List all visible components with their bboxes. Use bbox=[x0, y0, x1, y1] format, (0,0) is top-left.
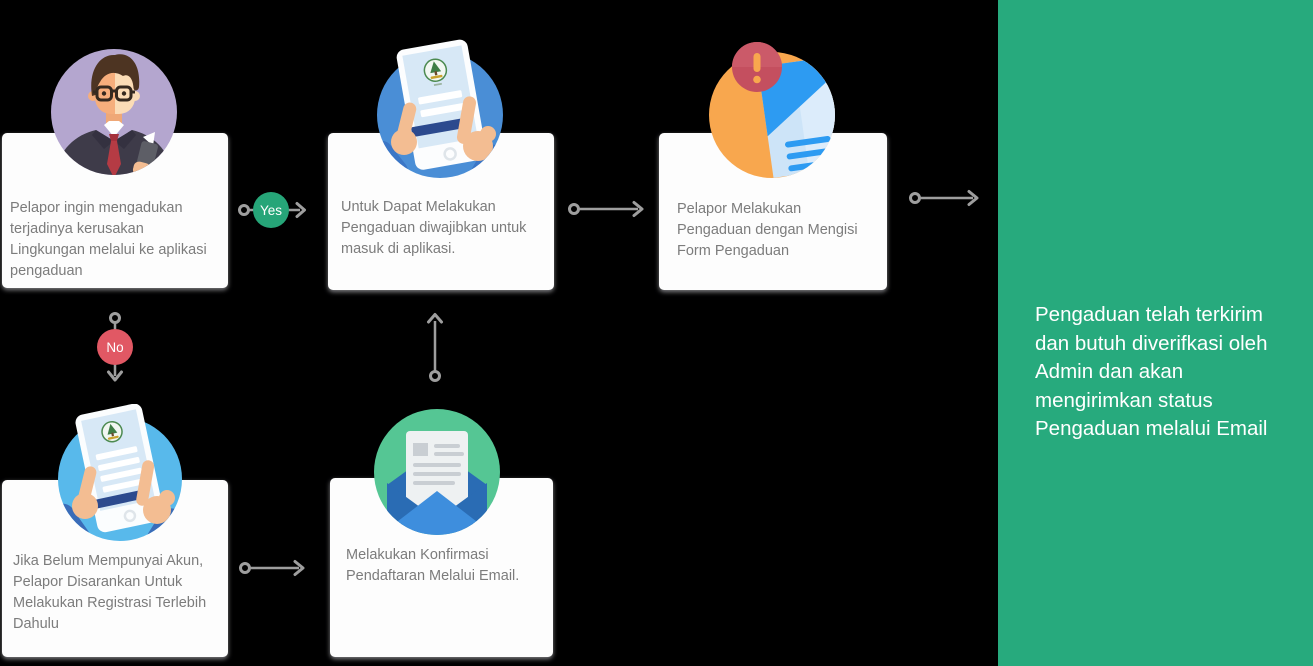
tablet-login-icon bbox=[377, 39, 503, 178]
connector-no: No bbox=[97, 312, 133, 390]
flow-card-text: Pelapor ingin mengadukan terjadinya keru… bbox=[10, 200, 207, 279]
arrow-right-icon bbox=[909, 190, 979, 206]
no-badge: No bbox=[97, 329, 133, 365]
connector-login-to-form bbox=[568, 199, 652, 219]
complaint-document-icon bbox=[709, 42, 835, 178]
tablet-register-icon bbox=[58, 404, 182, 541]
arrow-right-icon bbox=[239, 560, 305, 576]
reporter-avatar-icon bbox=[51, 49, 177, 175]
arrow-right-icon bbox=[568, 201, 644, 217]
result-panel-text: Pengaduan telah terkirim dan butuh diver… bbox=[1035, 303, 1268, 440]
flow-card-text: Melakukan Konfirmasi Pendaftaran Melalui… bbox=[346, 547, 520, 584]
connector-form-to-result bbox=[909, 188, 987, 208]
connector-yes: Yes bbox=[238, 191, 314, 229]
flow-card-text: Untuk Dapat Melakukan Pengaduan diwajibk… bbox=[341, 199, 527, 257]
yes-badge: Yes bbox=[253, 192, 289, 228]
connector-register-to-email bbox=[239, 558, 313, 578]
connector-email-to-login bbox=[417, 310, 453, 382]
result-panel: Pengaduan telah terkirim dan butuh diver… bbox=[998, 0, 1313, 666]
arrow-up-icon bbox=[427, 313, 443, 382]
flow-card-login-required: Untuk Dapat Melakukan Pengaduan diwajibk… bbox=[328, 133, 554, 290]
flow-card-text: Jika Belum Mempunyai Akun, Pelapor Disar… bbox=[13, 553, 207, 632]
flow-card-text: Pelapor Melakukan Pengaduan dengan Mengi… bbox=[677, 201, 858, 259]
email-envelope-icon bbox=[374, 409, 500, 535]
